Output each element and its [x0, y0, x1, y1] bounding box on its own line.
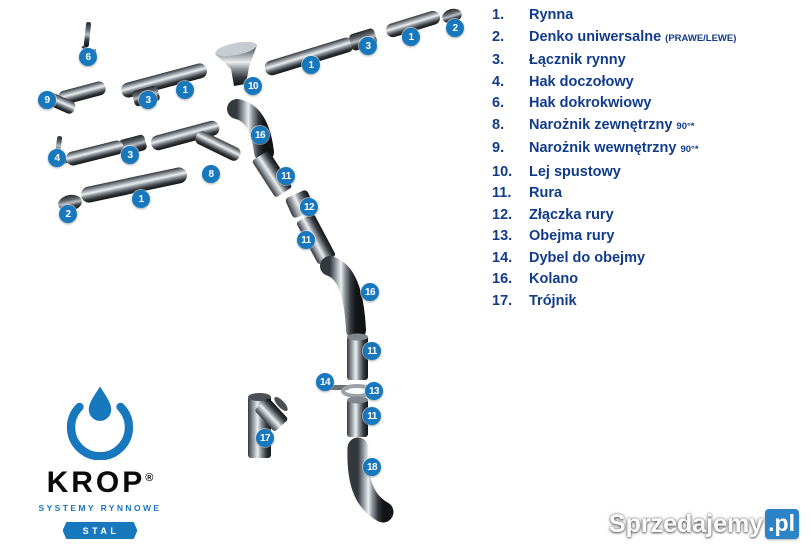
legend-item-number: 3. — [492, 52, 505, 68]
part-badge: 11 — [363, 342, 381, 360]
legend-item-label: Dybel do obejmy — [529, 249, 646, 266]
part-badge: 1 — [402, 28, 420, 46]
part-badge: 2 — [446, 19, 464, 37]
legend-item-number: 4. — [492, 73, 505, 90]
legend-item-number: 2. — [492, 28, 505, 45]
legend-item: 1. Rynna — [492, 8, 804, 23]
part-badge: 13 — [365, 382, 383, 400]
part-badge: 16 — [361, 283, 379, 301]
watermark-text: Sprzedajemy — [608, 509, 764, 538]
legend-item-number: 17. — [492, 292, 513, 309]
legend-item-label: Narożnik wewnętrzny — [529, 140, 677, 156]
part-badge: 2 — [59, 205, 77, 223]
legend-item-label: Kolano — [529, 271, 579, 287]
part-badge: 10 — [244, 77, 262, 95]
legend-item-number: 1. — [492, 7, 505, 23]
gutter-run-lower-left — [58, 167, 187, 212]
part-badge: 1 — [132, 190, 150, 208]
part-badge: 1 — [176, 81, 194, 99]
krop-logo: KROP® SYSTEMY RYNNOWE STAL — [36, 380, 164, 539]
part-badge: 3 — [139, 91, 157, 109]
part-badge: 6 — [79, 48, 97, 66]
tee-part — [248, 393, 288, 458]
legend-item-label: Obejma rury — [529, 228, 615, 244]
part-badge: 16 — [251, 126, 269, 144]
legend-item: 13. Obejma rury — [492, 229, 804, 244]
logo-drop-icon — [66, 386, 134, 460]
legend-item-number: 14. — [492, 249, 513, 266]
legend-item-label: Rynna — [529, 7, 574, 23]
part-badge: 4 — [48, 149, 66, 167]
legend-item: 17. Trójnik — [492, 292, 804, 309]
part-badge: 3 — [121, 146, 139, 164]
watermark: Sprzedajemy .pl — [609, 509, 799, 539]
legend-item-label: Hak dokrokwiowy — [529, 95, 652, 111]
part-badge: 11 — [277, 167, 295, 185]
rafter-hook-part — [81, 22, 97, 54]
legend-item-label: Rura — [529, 185, 563, 201]
legend-item: 11. Rura — [492, 186, 804, 201]
legend-item-number: 6. — [492, 95, 505, 111]
legend-item-number: 10. — [492, 163, 513, 180]
legend-item-note: 90°* — [676, 120, 695, 132]
legend-item-label: Hak doczołowy — [529, 73, 634, 90]
legend-item: 12. Złączka rury — [492, 206, 804, 223]
legend-item-label: Lej spustowy — [529, 163, 621, 180]
legend-item-label: Denko uniwersalne — [529, 28, 662, 45]
legend-item-label: Narożnik zewnętrzny — [529, 116, 673, 133]
part-badge: 14 — [316, 373, 334, 391]
legend-item: 2. Denko uniwersalne(PRAWE/LEWE) — [492, 28, 804, 47]
legend-item-number: 8. — [492, 116, 505, 133]
legend-item: 4. Hak doczołowy — [492, 73, 804, 90]
legend-item: 14. Dybel do obejmy — [492, 249, 804, 266]
legend-item-number: 12. — [492, 206, 513, 223]
part-badge: 8 — [202, 165, 220, 183]
material-badge: STAL — [62, 522, 138, 539]
legend-item: 16. Kolano — [492, 272, 804, 287]
legend-item-number: 16. — [492, 271, 513, 287]
registered-mark: ® — [145, 472, 154, 484]
legend-item-label: Łącznik rynny — [529, 52, 626, 68]
brand-name: KROP® — [46, 466, 154, 499]
legend-item-note: 90°* — [680, 144, 699, 155]
legend-item: 10. Lej spustowy — [492, 163, 804, 180]
part-badge: 12 — [300, 198, 318, 216]
part-badge: 18 — [363, 458, 381, 476]
legend-item-label: Złączka rury — [529, 206, 614, 223]
part-badge: 9 — [38, 91, 56, 109]
part-badge: 11 — [297, 231, 315, 249]
legend-item-note: (PRAWE/LEWE) — [665, 32, 737, 44]
part-badge: 3 — [359, 37, 377, 55]
downpipe-chain — [227, 99, 373, 437]
gutter-run-mid-left — [50, 120, 241, 166]
legend-item-number: 9. — [492, 140, 505, 156]
part-badge: 11 — [363, 407, 381, 425]
legend-item-number: 13. — [492, 228, 513, 244]
parts-legend: 1.Rynna 2.Denko uniwersalne(PRAWE/LEWE) … — [492, 8, 804, 315]
brand-tagline: SYSTEMY RYNNOWE — [38, 503, 162, 513]
downpipe-funnel-part — [215, 41, 257, 86]
legend-item: 3. Łącznik rynny — [492, 53, 804, 68]
outflow-elbow-part — [347, 437, 394, 523]
part-badge: 1 — [302, 56, 320, 74]
watermark-tld-badge: .pl — [765, 509, 799, 539]
legend-item-label: Trójnik — [529, 292, 577, 309]
legend-item-number: 11. — [492, 185, 512, 201]
part-badge: 17 — [256, 429, 274, 447]
legend-item: 6. Hak dokrokwiowy — [492, 96, 804, 111]
